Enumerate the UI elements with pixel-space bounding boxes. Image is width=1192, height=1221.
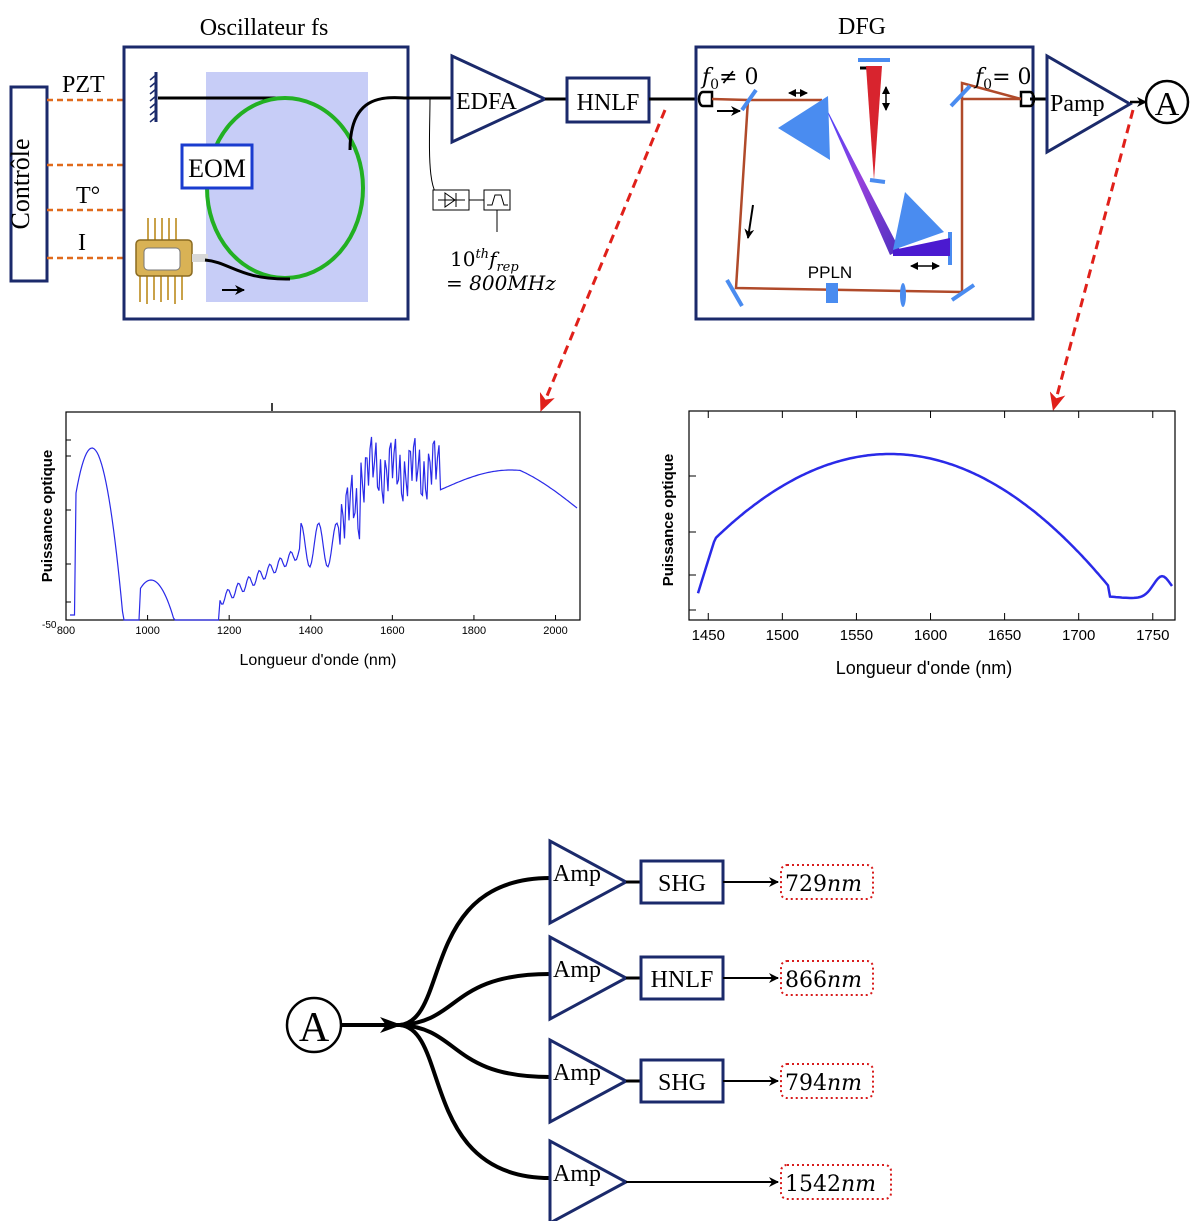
output-wavelength-label: 866nm: [785, 968, 862, 993]
branch-row: Amp 1542nm: [548, 1138, 892, 1221]
ppln-crystal: [826, 283, 838, 303]
right-xtick-label: 1450: [692, 627, 725, 644]
temperature-label: T°: [76, 183, 100, 209]
hnlf-box: HNLF: [565, 76, 651, 124]
amp-amplifier: [548, 1138, 630, 1221]
left-xtick-label: 2000: [543, 625, 567, 637]
eom-box: [180, 143, 254, 190]
svg-text:= 800MHz: = 800MHz: [446, 271, 556, 295]
plot-left: -50 800 1000 1200 1400 1600 1800 2000 Longueur…: [39, 403, 581, 669]
output-wavelength-box: [780, 1063, 874, 1099]
edfa-amplifier: EDFA: [450, 53, 549, 145]
right-xlabel: Longueur d'onde (nm): [836, 658, 1013, 678]
left-spectrum-curve: [70, 436, 578, 621]
left-xtick-label: 800: [57, 625, 75, 637]
amp-label: Amp: [553, 861, 601, 887]
photodetector-icon: [432, 189, 470, 211]
bandpass-filter-icon: [469, 189, 511, 232]
spectrum-link-right: [1049, 109, 1135, 411]
stage-label: HNLF: [651, 967, 714, 993]
amp-amplifier: [548, 934, 630, 1022]
branch-row: Amp HNLF 866nm: [548, 934, 874, 1022]
dfg-title: DFG: [838, 14, 886, 40]
lens: [900, 283, 906, 307]
left-xlabel: Longueur d'onde (nm): [240, 652, 397, 669]
right-xtick-label: 1600: [914, 627, 947, 644]
output-wavelength-label: 729nm: [785, 872, 862, 897]
svg-text:A: A: [1155, 86, 1180, 123]
output-wavelength-box: [780, 864, 874, 900]
node-a-top: A: [1144, 79, 1190, 125]
plot-right: 1450 1500 1550 1600 1650 1700 1750 Longueur d'…: [660, 410, 1176, 678]
right-xtick-label: 1750: [1136, 627, 1169, 644]
right-xtick-label: 1550: [840, 627, 873, 644]
amp-label: Amp: [553, 957, 601, 983]
right-ylabel: Puissance optique: [660, 454, 677, 587]
control-label: Contrôle: [6, 139, 35, 230]
amp-amplifier: [548, 1037, 630, 1125]
oscillator-title: Oscillateur fs: [200, 15, 329, 41]
pamp-amplifier: Pamp: [1045, 53, 1133, 155]
left-xtick-label: 1000: [135, 625, 159, 637]
f0-input-label: f0≠ 0: [700, 65, 759, 93]
right-xtick-label: 1500: [766, 627, 799, 644]
output-wavelength-box: [780, 1164, 892, 1200]
amp-label: Amp: [553, 1161, 601, 1187]
left-ylabel: Puissance optique: [39, 450, 56, 583]
svg-text:HNLF: HNLF: [577, 90, 640, 116]
stage-label: SHG: [658, 871, 706, 897]
ppln-label: PPLN: [808, 263, 852, 282]
output-wavelength-label: 794nm: [785, 1071, 862, 1096]
left-xtick-label: 1600: [380, 625, 404, 637]
stage-label: SHG: [658, 1070, 706, 1096]
output-wavelength-label: 1542nm: [785, 1172, 876, 1197]
amp-amplifier: [548, 838, 630, 926]
detector-frequency: 10thfrep = 800MHz: [446, 247, 556, 295]
right-xtick-label: 1650: [988, 627, 1021, 644]
left-xtick-label: 1400: [299, 625, 323, 637]
control-box: Contrôle: [6, 85, 49, 283]
left-xtick-label: 1800: [462, 625, 486, 637]
left-ytick-bottom: -50: [42, 620, 57, 631]
svg-text:Pamp: Pamp: [1050, 91, 1105, 117]
eom-label: EOM: [188, 154, 246, 183]
right-xtick-label: 1700: [1062, 627, 1095, 644]
right-spectrum-curve: [696, 452, 1174, 600]
spectrum-link-left: [539, 109, 667, 412]
svg-text:EDFA: EDFA: [456, 89, 518, 115]
pump-laser-icon: [135, 218, 208, 304]
output-wavelength-box: [780, 960, 874, 996]
dfg-box: [694, 45, 1036, 321]
svg-text:A: A: [299, 1005, 330, 1051]
pzt-label: PZT: [62, 72, 105, 98]
f0-output-label: f0= 0: [973, 65, 1032, 93]
oscillator-box: [122, 45, 410, 321]
branch-row: Amp SHG 729nm: [548, 838, 874, 926]
current-label: I: [78, 230, 86, 256]
left-xtick-label: 1200: [217, 625, 241, 637]
svg-text:10thfrep: 10thfrep: [450, 247, 519, 275]
amp-label: Amp: [553, 1060, 601, 1086]
stage-box: [639, 955, 725, 1001]
branch-row: Amp SHG 794nm: [548, 1037, 874, 1125]
